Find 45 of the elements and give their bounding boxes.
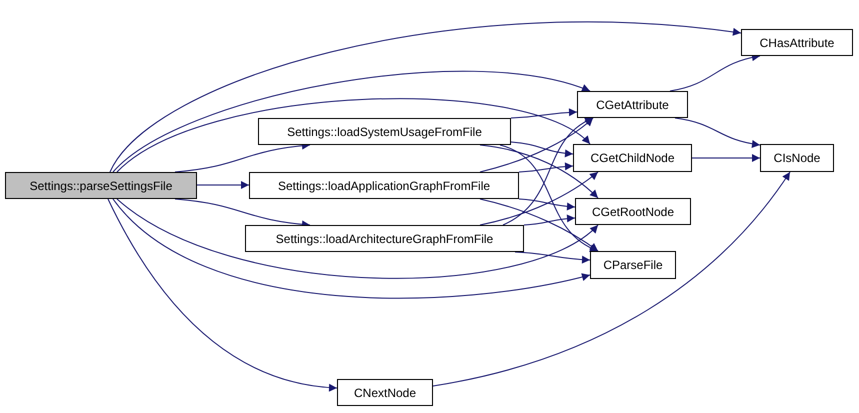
function-box (337, 379, 433, 406)
function-box (577, 91, 688, 118)
function-name: Settings::loadSystemUsageFromFile (287, 124, 482, 138)
arrow (502, 118, 594, 226)
function-box (5, 172, 197, 199)
arrow (514, 252, 590, 264)
function-name: Settings::loadArchitectureGraphFromFile (276, 232, 494, 246)
function-box (245, 225, 524, 252)
arrow (692, 154, 760, 162)
arrow (108, 198, 338, 392)
function-name: CGetRootNode (592, 204, 674, 218)
function-box (575, 198, 691, 225)
function-name: CGetChildNode (590, 151, 675, 165)
arrow (480, 144, 598, 198)
arrow (518, 198, 576, 210)
arrow (524, 214, 576, 226)
arrow (510, 142, 574, 158)
function-box (573, 144, 692, 172)
function-box (741, 29, 853, 56)
function-name: CGetAttribute (596, 98, 669, 112)
arrow (112, 198, 590, 299)
arrow (500, 144, 598, 252)
function-name: CIsNode (774, 151, 820, 165)
function-name: CNextNode (354, 386, 416, 400)
function-name: Settings::parseSettingsFile (30, 178, 172, 192)
arrow (518, 162, 574, 172)
function-name: CHasAttribute (760, 36, 834, 50)
function-box (590, 251, 676, 279)
arrow (480, 118, 594, 172)
arrow (196, 181, 250, 189)
arrow (112, 70, 590, 172)
arrow (116, 198, 598, 278)
arrow (480, 198, 598, 252)
arrow (116, 98, 590, 172)
function-box (249, 172, 519, 199)
function-name: Settings::loadApplicationGraphFromFile (278, 178, 490, 192)
arrow (110, 21, 742, 172)
function-box (258, 118, 511, 145)
arrow (432, 172, 790, 386)
arrow (670, 54, 760, 92)
function-box (760, 144, 834, 172)
function-name: CParseFile (603, 258, 663, 272)
arrow (674, 118, 760, 148)
arrow (480, 172, 598, 226)
arrow (510, 108, 578, 118)
